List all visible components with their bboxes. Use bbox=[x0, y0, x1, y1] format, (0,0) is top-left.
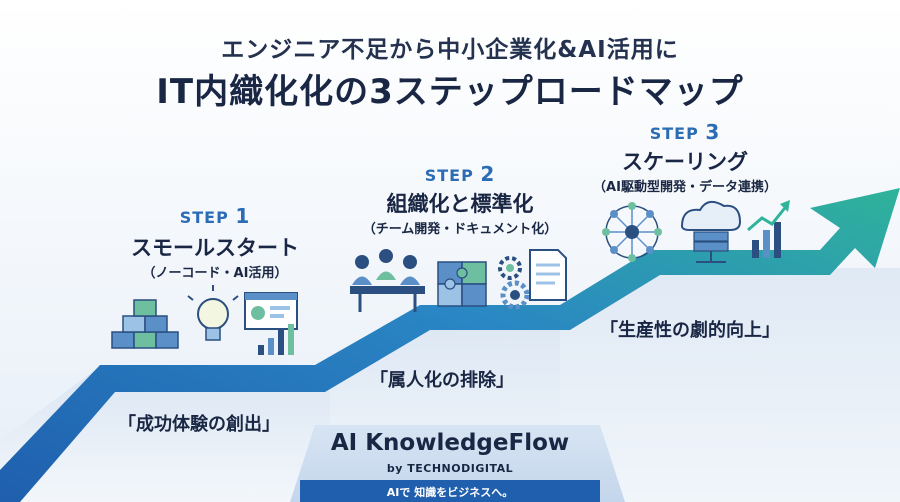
step-2-name: 組織化と標準化 bbox=[386, 192, 534, 216]
cloud-server-icon bbox=[680, 200, 742, 263]
network-icon bbox=[602, 202, 662, 262]
staircase-arrow-body bbox=[0, 188, 900, 502]
step-3-label-text: STEP bbox=[649, 124, 699, 143]
plateau-step-3 bbox=[560, 268, 900, 502]
step-1-name: スモールスタート bbox=[131, 236, 299, 260]
brand-tagline-bar bbox=[300, 480, 600, 502]
step-3-note: （AI駆動型開発・データ連携） bbox=[593, 180, 777, 195]
step-2-number: 2 bbox=[480, 162, 496, 186]
brand-tagline: AIで 知識をビジネスへ。 bbox=[386, 486, 514, 499]
step-3-outcome: 「生産性の劇的向上」 bbox=[600, 320, 780, 341]
step-3-label: STEP 3 bbox=[630, 120, 740, 144]
building-blocks-icon bbox=[111, 299, 179, 349]
gears-icon bbox=[498, 256, 530, 310]
growth-chart-icon bbox=[747, 200, 790, 258]
step-1-label-text: STEP bbox=[179, 208, 229, 227]
dashboard-chart-icon bbox=[244, 292, 298, 355]
brand-by-line: by TECHNODIGITAL bbox=[386, 462, 514, 475]
brand-name: AI KnowledgeFlow bbox=[330, 430, 570, 456]
diagram-subtitle: エンジニア不足から中小企業化&AI活用に bbox=[221, 37, 679, 63]
step-3-number: 3 bbox=[705, 120, 721, 144]
diagram-title: IT内織化化の3ステップロードマップ bbox=[156, 72, 744, 112]
step-1-outcome: 「成功体験の創出」 bbox=[118, 414, 280, 435]
step-2-label: STEP 2 bbox=[405, 162, 515, 186]
step-1-note: （ノーコード・AI活用） bbox=[142, 266, 288, 281]
step-1-label: STEP 1 bbox=[160, 204, 270, 228]
puzzle-icon bbox=[437, 261, 487, 307]
team-meeting-icon bbox=[350, 249, 425, 312]
step-2-outcome: 「属人化の排除」 bbox=[370, 370, 514, 391]
step-3-name: スケーリング bbox=[622, 150, 748, 174]
step-2-label-text: STEP bbox=[424, 166, 474, 185]
document-icon bbox=[529, 249, 567, 301]
step-1-number: 1 bbox=[235, 204, 251, 228]
lightbulb-icon bbox=[187, 285, 239, 341]
step-2-note: （チーム開発・ドキュメント化） bbox=[362, 222, 558, 237]
